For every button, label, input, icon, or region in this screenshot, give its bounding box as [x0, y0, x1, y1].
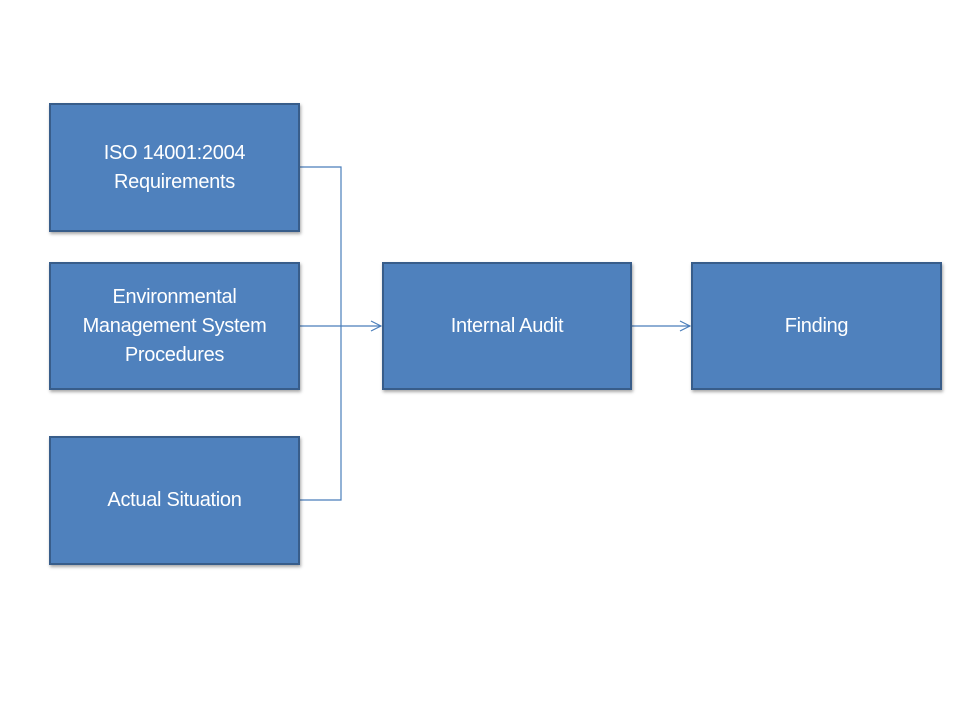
node-actual-situation: Actual Situation — [49, 436, 300, 565]
node-iso-requirements-label: ISO 14001:2004 Requirements — [103, 141, 246, 193]
node-finding-label: Finding — [784, 314, 849, 337]
node-finding: Finding — [691, 262, 942, 390]
node-internal-audit-label: Internal Audit — [450, 314, 564, 337]
node-actual-situation-label: Actual Situation — [107, 489, 242, 511]
connector-iso-to-bracket — [300, 166, 342, 326]
node-internal-audit: Internal Audit — [382, 262, 632, 390]
node-ems-procedures-label: Environmental Management System Procedur… — [82, 285, 267, 366]
node-ems-procedures: Environmental Management System Procedur… — [49, 262, 300, 390]
node-iso-requirements: ISO 14001:2004 Requirements — [49, 103, 300, 232]
connector-actual-to-bracket — [300, 326, 342, 501]
